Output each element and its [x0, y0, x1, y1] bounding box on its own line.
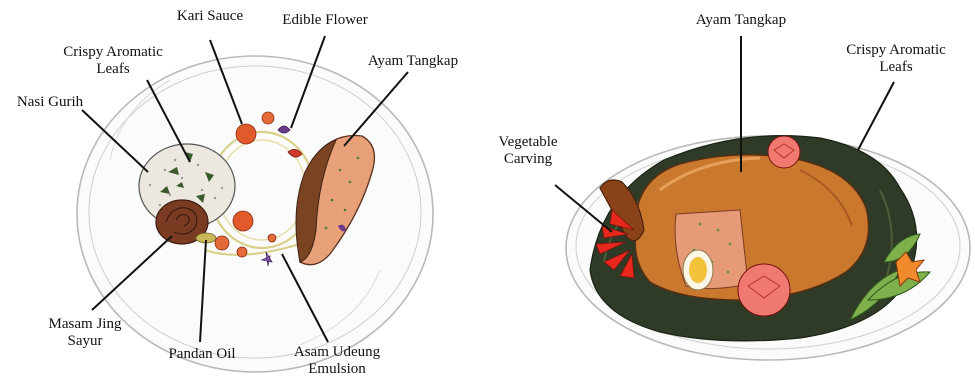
- label-line: Crispy Aromatic: [48, 44, 178, 61]
- label-line: Sayur: [30, 333, 140, 350]
- label-line: Vegetable: [478, 134, 578, 151]
- label-masam-jing-sayur: Masam Jing Sayur: [30, 316, 140, 350]
- label-pandan-oil: Pandan Oil: [150, 346, 254, 363]
- label-line: Crispy Aromatic: [826, 42, 966, 59]
- label-asam-udeung-emulsion: Asam Udeung Emulsion: [276, 344, 398, 378]
- label-ayam-tangkap-left: Ayam Tangkap: [352, 53, 474, 70]
- label-line: Emulsion: [276, 361, 398, 378]
- label-line: Asam Udeung: [276, 344, 398, 361]
- label-line: Carving: [478, 151, 578, 168]
- label-crispy-aromatic-leafs-right: Crispy Aromatic Leafs: [826, 42, 966, 76]
- label-crispy-aromatic-leafs-left: Crispy Aromatic Leafs: [48, 44, 178, 78]
- label-nasi-gurih: Nasi Gurih: [2, 94, 98, 111]
- label-vegetable-carving: Vegetable Carving: [478, 134, 578, 168]
- label-line: Leafs: [48, 61, 178, 78]
- label-line: Leafs: [826, 59, 966, 76]
- label-line: Masam Jing: [30, 316, 140, 333]
- label-edible-flower: Edible Flower: [268, 12, 382, 29]
- label-ayam-tangkap-right: Ayam Tangkap: [676, 12, 806, 29]
- label-kari-sauce: Kari Sauce: [160, 8, 260, 25]
